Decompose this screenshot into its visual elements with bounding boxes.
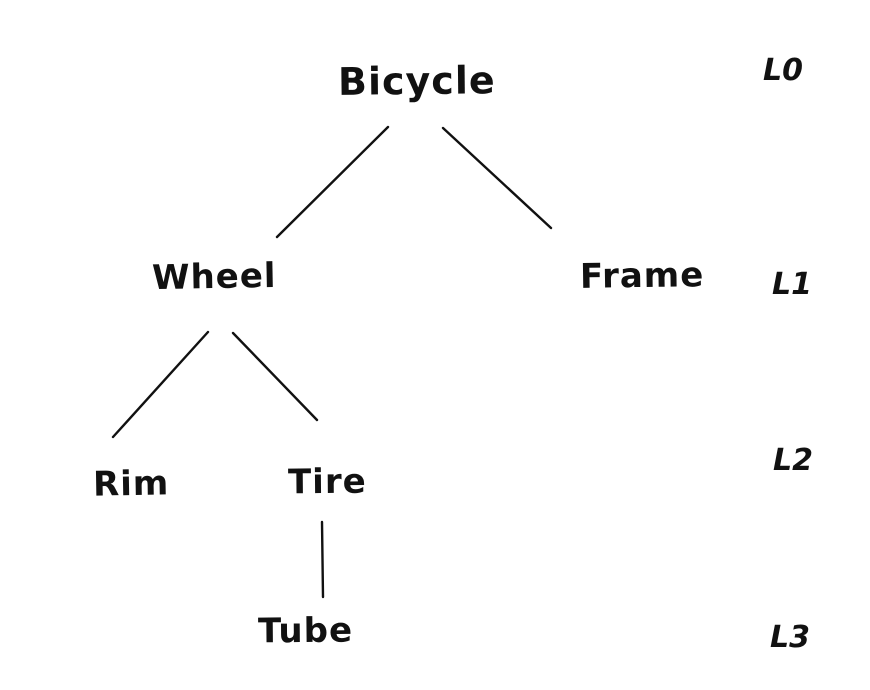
level-label-l0: L0 xyxy=(763,53,803,88)
node-tube: Tube xyxy=(257,610,354,652)
node-bicycle: Bicycle xyxy=(337,58,496,104)
edge-tire-tube xyxy=(320,520,325,599)
level-label-l2: L2 xyxy=(773,443,813,478)
edge-bicycle-frame xyxy=(441,126,553,230)
edge-wheel-rim xyxy=(111,330,210,439)
node-frame: Frame xyxy=(579,255,705,297)
edge-wheel-tire xyxy=(231,331,319,422)
level-label-l1: L1 xyxy=(772,267,812,302)
node-wheel: Wheel xyxy=(151,255,277,299)
edge-bicycle-wheel xyxy=(275,125,390,239)
node-rim: Rim xyxy=(92,463,170,505)
level-label-l3: L3 xyxy=(770,620,810,655)
node-tire: Tire xyxy=(287,461,367,503)
